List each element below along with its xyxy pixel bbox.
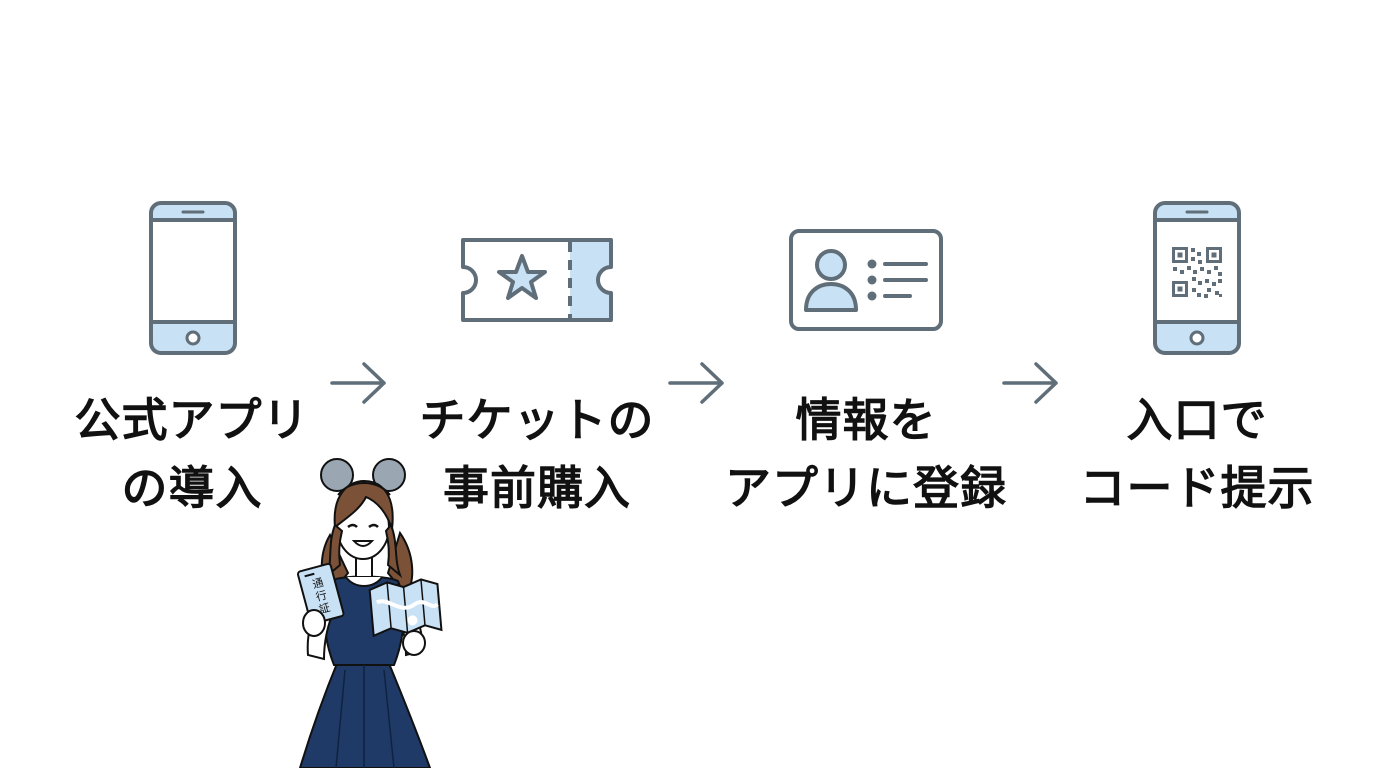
right-arrow-icon bbox=[1002, 362, 1058, 404]
step-4-line-2: コード提示 bbox=[1079, 461, 1315, 515]
step-2-label: チケットの 事前購入 bbox=[387, 386, 687, 522]
pass-card: 通 行 証 bbox=[296, 562, 345, 625]
step-2-line-1: チケットの bbox=[419, 393, 655, 447]
qr-phone-icon bbox=[1153, 201, 1241, 355]
step-4-icon bbox=[1152, 200, 1242, 360]
step-3-label: 情報を アプリに登録 bbox=[716, 386, 1016, 522]
step-2-icon bbox=[458, 236, 616, 328]
step-1-label: 公式アプリ の導入 bbox=[42, 386, 342, 522]
svg-text:通: 通 bbox=[311, 576, 325, 591]
step-4-label: 入口で コード提示 bbox=[1047, 386, 1347, 522]
qr-code-icon bbox=[1172, 247, 1222, 298]
id-card-icon bbox=[789, 229, 943, 331]
right-arrow-icon bbox=[668, 362, 724, 404]
right-arrow-icon bbox=[330, 362, 386, 404]
park-map bbox=[368, 578, 443, 638]
flow-arrow-2 bbox=[668, 360, 726, 410]
step-3-line-2: アプリに登録 bbox=[725, 461, 1007, 515]
mouse-ear-left bbox=[320, 458, 354, 492]
step-3-line-1: 情報を bbox=[795, 393, 937, 447]
step-1-icon bbox=[148, 200, 238, 360]
step-1-line-2: の導入 bbox=[121, 461, 263, 515]
step-3-icon bbox=[788, 228, 944, 336]
star-ticket-icon bbox=[461, 238, 613, 322]
step-4-line-1: 入口で bbox=[1126, 393, 1268, 447]
svg-text:行: 行 bbox=[314, 588, 328, 603]
smartphone-icon bbox=[149, 201, 237, 355]
dress bbox=[298, 660, 432, 769]
step-1-line-1: 公式アプリ bbox=[74, 393, 310, 447]
flow-arrow-1 bbox=[330, 360, 388, 410]
woman-illustration: 通 行 証 bbox=[290, 455, 460, 772]
flow-arrow-3 bbox=[1002, 360, 1060, 410]
mouse-ear-right bbox=[372, 458, 406, 492]
step-2-line-2: 事前購入 bbox=[443, 461, 631, 515]
